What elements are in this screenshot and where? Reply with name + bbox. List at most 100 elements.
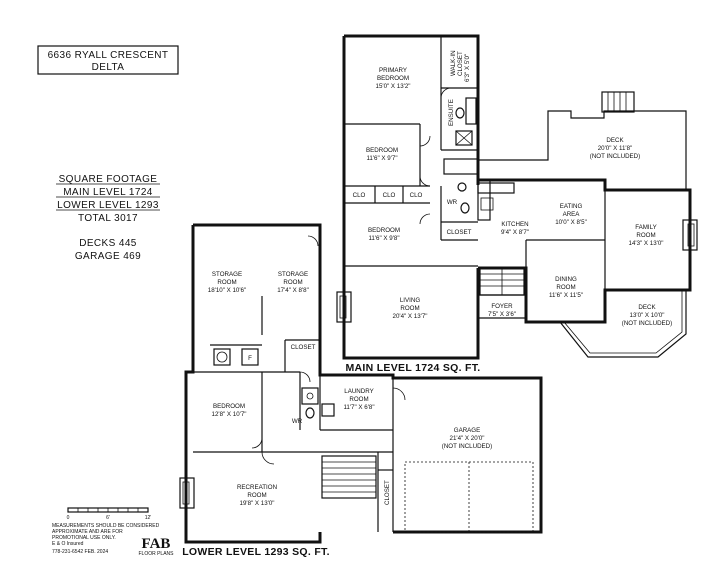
disclaimer: MEASUREMENTS SHOULD BE CONSIDERED APPROX… [52, 523, 160, 555]
room-deck-top: DECK 20'0" X 11'8" (NOT INCLUDED) [590, 137, 640, 160]
room-primary-bedroom: PRIMARY BEDROOM 15'0" X 13'2" [376, 67, 411, 90]
room-deck-right: DECK 13'0" X 10'0" (NOT INCLUDED) [622, 304, 672, 327]
main-stairs [479, 267, 525, 296]
svg-text:21'4" X 20'0": 21'4" X 20'0" [450, 435, 485, 442]
room-bedroom-2: BEDROOM 11'6" X 9'8" [368, 227, 400, 242]
address-box: 6636 RYALL CRESCENT DELTA [37, 45, 179, 75]
svg-text:EATING: EATING [560, 203, 583, 210]
room-bedroom-3: BEDROOM 12'8" X 10'7" [212, 403, 247, 418]
svg-text:FAB: FAB [142, 536, 171, 552]
svg-text:MEASUREMENTS SHOULD BE CONSIDE: MEASUREMENTS SHOULD BE CONSIDERED [52, 523, 160, 529]
closet-label-1: CLO [353, 192, 366, 199]
svg-text:12'8" X 10'7": 12'8" X 10'7" [212, 411, 247, 418]
address-line1: 6636 RYALL CRESCENT [48, 50, 169, 61]
room-dining-room: DINING ROOM 11'6" X 11'5" [549, 276, 583, 299]
room-walkin-closet: WALK-IN CLOSET 6'3" X 5'0" [450, 50, 471, 82]
room-storage-1: STORAGE ROOM 18'10" X 10'6" [208, 271, 246, 294]
lower-level-walls [179, 223, 543, 544]
svg-text:GARAGE: GARAGE [454, 427, 480, 434]
svg-text:ROOM: ROOM [636, 232, 655, 239]
room-eating-area: EATING AREA 10'0" X 8'5" [555, 203, 587, 226]
svg-text:FAMILY: FAMILY [635, 224, 657, 231]
svg-text:BEDROOM: BEDROOM [377, 75, 409, 82]
svg-text:FLOOR PLANS: FLOOR PLANS [138, 551, 174, 557]
closet-label-lower-1: CLOSET [291, 344, 316, 351]
main-level-walls [336, 34, 698, 360]
svg-text:E & O Insured: E & O Insured [52, 541, 84, 547]
sqft-decks: DECKS 445 [79, 238, 137, 249]
svg-text:10'0" X 8'5": 10'0" X 8'5" [555, 219, 587, 226]
main-level-title: MAIN LEVEL 1724 SQ. FT. [345, 362, 480, 374]
washroom-label-lower: WR [292, 418, 303, 425]
svg-text:15'0" X 13'2": 15'0" X 13'2" [376, 83, 411, 90]
room-family-room: FAMILY ROOM 14'3" X 13'0" [629, 224, 664, 247]
svg-text:ROOM: ROOM [217, 279, 236, 286]
lower-level-title: LOWER LEVEL 1293 SQ. FT. [182, 546, 330, 558]
svg-text:DECK: DECK [606, 137, 624, 144]
svg-text:PRIMARY: PRIMARY [379, 67, 407, 74]
decks [478, 91, 687, 358]
furnace-label: F [248, 355, 252, 362]
svg-text:ROOM: ROOM [349, 396, 368, 403]
sqft-lower: LOWER LEVEL 1293 [57, 200, 159, 211]
room-garage: GARAGE 21'4" X 20'0" (NOT INCLUDED) [442, 427, 492, 450]
washroom-label-main: WR [447, 199, 458, 206]
sqft-garage: GARAGE 469 [75, 251, 141, 262]
square-footage-summary: SQUARE FOOTAGE MAIN LEVEL 1724 LOWER LEV… [56, 174, 160, 262]
room-ensuite: ENSUITE [448, 99, 455, 126]
closet-label-main: CLOSET [447, 229, 472, 236]
svg-text:STORAGE: STORAGE [278, 271, 308, 278]
svg-text:6'3" X 5'0": 6'3" X 5'0" [464, 54, 471, 82]
svg-text:(NOT INCLUDED): (NOT INCLUDED) [442, 443, 492, 450]
room-foyer: FOYER 7'5" X 3'6" [488, 303, 516, 318]
svg-text:17'4" X 8'8": 17'4" X 8'8" [277, 287, 309, 294]
room-laundry: LAUNDRY ROOM 11'7" X 6'8" [343, 388, 374, 411]
svg-text:12': 12' [145, 515, 152, 521]
svg-text:BEDROOM: BEDROOM [366, 147, 398, 154]
svg-text:(NOT INCLUDED): (NOT INCLUDED) [590, 153, 640, 160]
svg-text:WALK-IN: WALK-IN [450, 50, 457, 76]
closet-label-3: CLO [410, 192, 423, 199]
svg-text:BEDROOM: BEDROOM [368, 227, 400, 234]
svg-text:STORAGE: STORAGE [212, 271, 242, 278]
svg-text:LIVING: LIVING [400, 297, 420, 304]
svg-text:778-231-6542 FEB. 2024: 778-231-6542 FEB. 2024 [52, 549, 108, 555]
svg-text:7'5" X 3'6": 7'5" X 3'6" [488, 311, 516, 318]
fab-logo: FAB FLOOR PLANS [138, 536, 174, 557]
room-bedroom-1: BEDROOM 11'6" X 9'7" [366, 147, 398, 162]
svg-text:11'6" X 9'8": 11'6" X 9'8" [368, 235, 399, 242]
svg-text:ROOM: ROOM [247, 492, 266, 499]
sqft-main: MAIN LEVEL 1724 [63, 187, 153, 198]
scale-bar: 0 6' 12' [67, 507, 152, 521]
svg-text:DINING: DINING [555, 276, 577, 283]
svg-text:AREA: AREA [563, 211, 581, 218]
svg-text:18'10" X 10'6": 18'10" X 10'6" [208, 287, 246, 294]
sqft-heading: SQUARE FOOTAGE [59, 174, 158, 185]
svg-text:BEDROOM: BEDROOM [213, 403, 245, 410]
svg-text:ROOM: ROOM [283, 279, 302, 286]
svg-text:RECREATION: RECREATION [237, 484, 277, 491]
address-line2: DELTA [92, 62, 125, 73]
svg-text:APPROXIMATE AND ARE FOR: APPROXIMATE AND ARE FOR [52, 529, 123, 535]
svg-text:11'6" X 9'7": 11'6" X 9'7" [366, 155, 397, 162]
svg-text:DECK: DECK [638, 304, 656, 311]
svg-text:11'7" X 6'8": 11'7" X 6'8" [343, 404, 374, 411]
svg-text:11'6" X 11'5": 11'6" X 11'5" [549, 292, 583, 299]
closet-label-2: CLO [383, 192, 396, 199]
svg-text:6': 6' [106, 515, 110, 521]
svg-text:KITCHEN: KITCHEN [501, 221, 528, 228]
room-kitchen: KITCHEN 9'4" X 8'7" [501, 221, 529, 236]
svg-text:ROOM: ROOM [400, 305, 419, 312]
svg-text:19'8" X 13'0": 19'8" X 13'0" [240, 500, 275, 507]
lower-stairs [321, 455, 377, 499]
svg-text:20'4" X 13'7": 20'4" X 13'7" [393, 313, 428, 320]
room-living-room: LIVING ROOM 20'4" X 13'7" [393, 297, 428, 320]
svg-text:20'0" X 11'8": 20'0" X 11'8" [598, 145, 633, 152]
svg-text:14'3" X 13'0": 14'3" X 13'0" [629, 240, 664, 247]
room-recreation: RECREATION ROOM 19'8" X 13'0" [237, 484, 277, 507]
svg-text:0: 0 [67, 515, 70, 521]
svg-text:(NOT INCLUDED): (NOT INCLUDED) [622, 320, 672, 327]
svg-text:9'4" X 8'7": 9'4" X 8'7" [501, 229, 529, 236]
svg-text:ENSUITE: ENSUITE [448, 99, 455, 126]
